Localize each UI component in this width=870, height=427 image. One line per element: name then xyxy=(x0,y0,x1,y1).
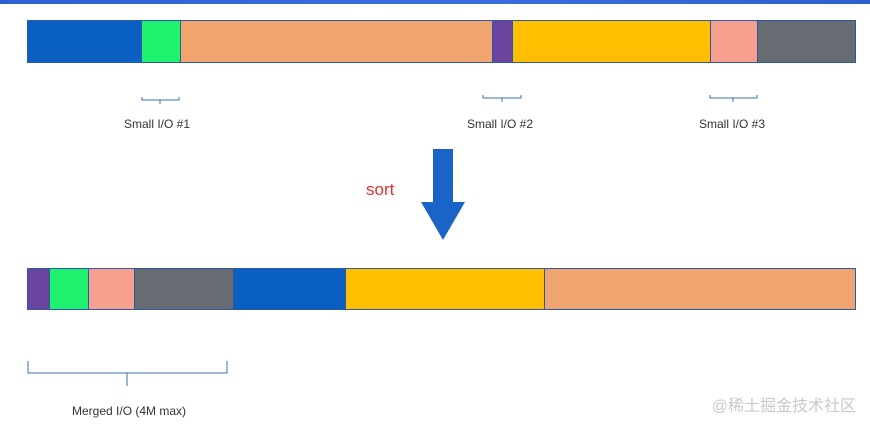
small-io-2-brace xyxy=(482,95,522,102)
sorted-segment xyxy=(544,269,855,309)
merged-io-brace xyxy=(27,361,228,386)
unsorted-io-bar xyxy=(27,20,856,63)
merged-io-label: Merged I/O (4M max) xyxy=(72,404,187,418)
sorted-segment xyxy=(234,269,347,309)
small-io-3-brace xyxy=(709,95,758,102)
small-io-1-label: Small I/O #1 xyxy=(124,117,191,131)
small-io-2-label: Small I/O #2 xyxy=(467,117,534,131)
unsorted-segment xyxy=(180,21,493,62)
sorted-segment xyxy=(49,269,89,309)
small-io-3-label: Small I/O #3 xyxy=(699,117,766,131)
sorted-segment xyxy=(88,269,136,309)
unsorted-segment xyxy=(757,21,855,62)
down-arrow-icon xyxy=(421,149,465,240)
unsorted-segment xyxy=(513,21,712,62)
unsorted-segment xyxy=(142,21,181,62)
unsorted-segment xyxy=(711,21,758,62)
unsorted-segment xyxy=(28,21,143,62)
sorted-segment xyxy=(135,269,235,309)
sorted-segment xyxy=(28,269,50,309)
sorted-segment xyxy=(346,269,545,309)
top-accent-bar xyxy=(0,0,870,4)
small-io-1-brace xyxy=(141,97,180,104)
sort-label: sort xyxy=(366,180,395,199)
sorted-io-bar xyxy=(27,268,856,310)
unsorted-segment xyxy=(492,21,514,62)
watermark: @稀土掘金技术社区 xyxy=(711,398,856,415)
